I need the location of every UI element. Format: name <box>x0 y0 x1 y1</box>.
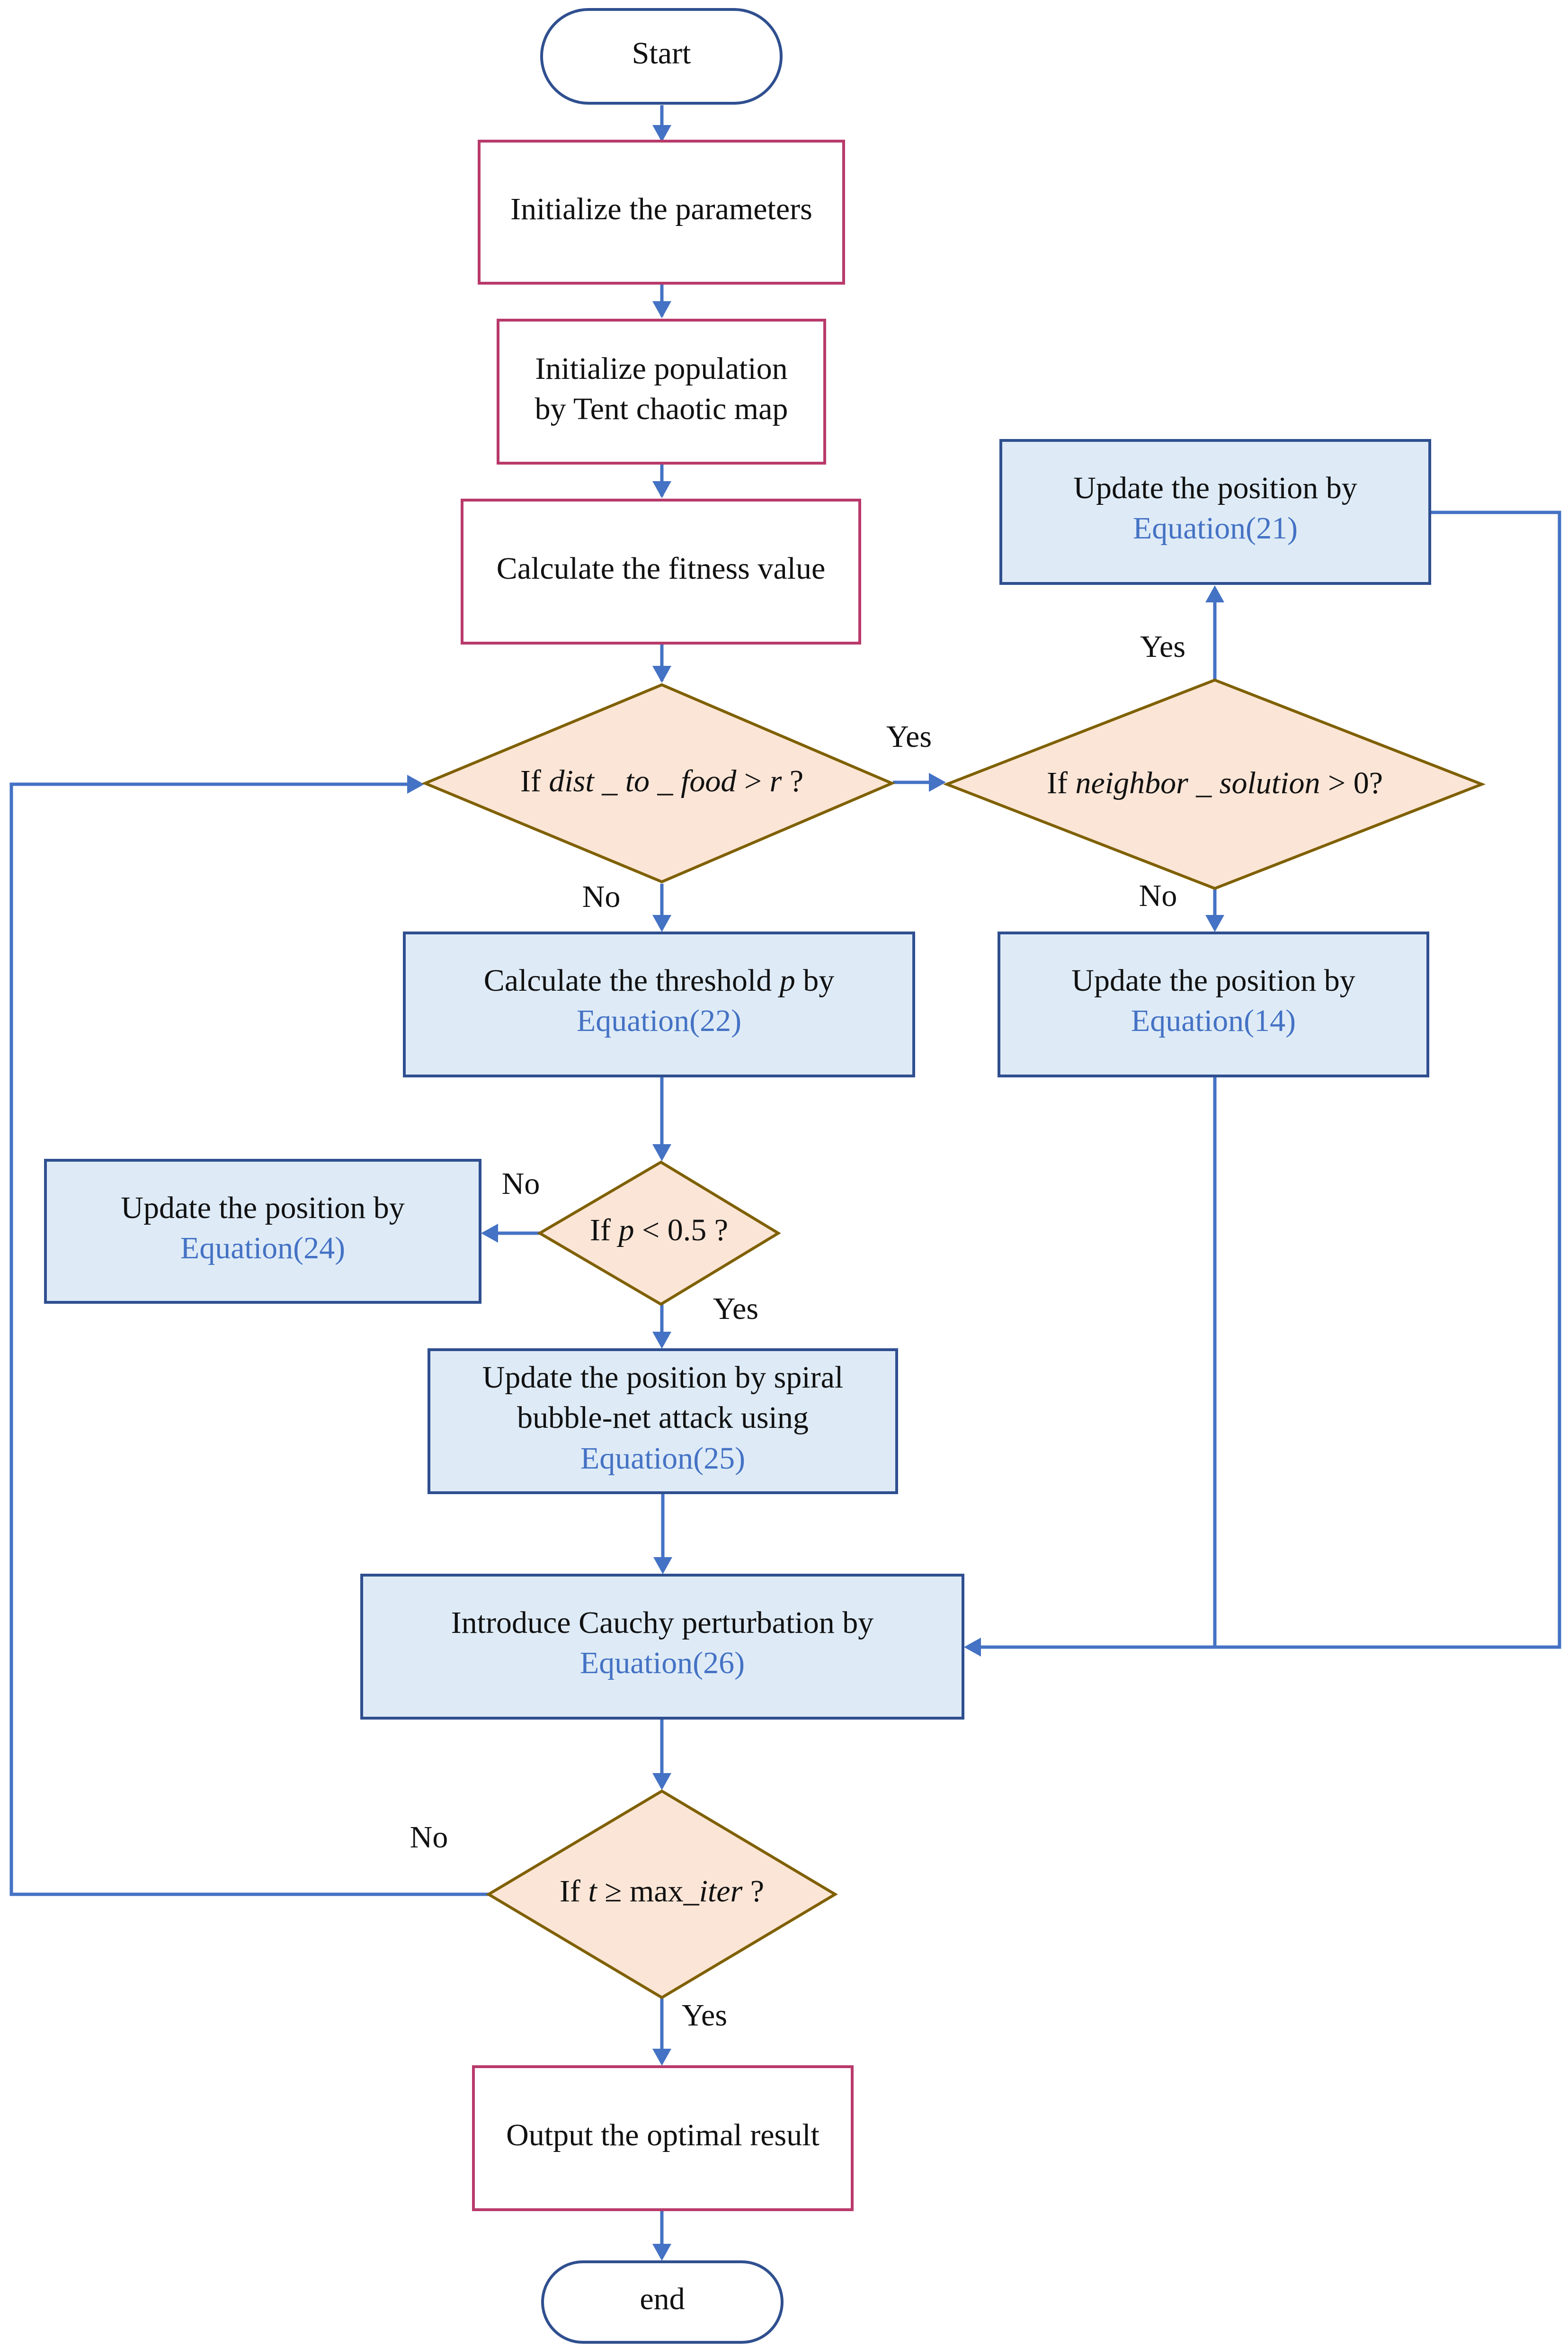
update-eq25-line1: Update the position by spiral <box>482 1360 844 1395</box>
update-eq24-equation: Equation(24) <box>180 1231 345 1265</box>
arrowhead <box>652 2244 671 2261</box>
update-eq14-line1: Update the position by <box>1071 963 1355 998</box>
decision-dist-label: If dist _ to _ food > r ? <box>520 764 803 798</box>
decision-neighbor-label: If neighbor _ solution > 0? <box>1047 766 1383 800</box>
cauchy-equation: Equation(26) <box>580 1646 745 1680</box>
label-dist-yes: Yes <box>886 719 932 754</box>
arrowhead <box>652 301 671 318</box>
label-p-yes: Yes <box>713 1291 758 1326</box>
update-eq14-equation: Equation(14) <box>1131 1004 1296 1038</box>
arrowhead <box>652 1144 671 1161</box>
init-parameters-node: Initialize the parameters <box>478 140 845 285</box>
label-dist-no: No <box>582 879 621 914</box>
label-neighbor-yes: Yes <box>1140 629 1185 664</box>
arrowhead <box>1205 915 1224 932</box>
arrowhead <box>407 775 424 794</box>
output-label: Output the optimal result <box>506 2118 820 2152</box>
arrowhead <box>652 1773 671 1790</box>
arrowhead <box>1205 585 1224 602</box>
edge-t-no-loop <box>9 782 489 1896</box>
update-eq25-line2: bubble-net attack using <box>517 1400 809 1435</box>
calc-threshold-node: Calculate the threshold p by Equation(22… <box>403 932 915 1077</box>
label-t-yes: Yes <box>682 1998 727 2033</box>
arrowhead <box>929 773 946 792</box>
update-eq24-node: Update the position by Equation(24) <box>44 1159 481 1304</box>
label-neighbor-no: No <box>1139 878 1177 913</box>
start-label: Start <box>632 36 691 71</box>
arrowhead <box>652 666 671 683</box>
cauchy-node: Introduce Cauchy perturbation by Equatio… <box>360 1574 964 1720</box>
arrowhead <box>652 481 671 498</box>
output-node: Output the optimal result <box>472 2065 854 2211</box>
cauchy-line1: Introduce Cauchy perturbation by <box>451 1605 874 1640</box>
start-node: Start <box>540 8 783 105</box>
calc-threshold-line1: Calculate the threshold p by <box>484 963 834 998</box>
decision-neighbor-solution: If neighbor _ solution > 0? <box>943 678 1486 890</box>
update-eq25-node: Update the position by spiral bubble-net… <box>428 1348 898 1494</box>
init-population-line1: Initialize population <box>535 351 787 386</box>
calc-fitness-node: Calculate the fitness value <box>461 499 861 645</box>
calc-threshold-equation: Equation(22) <box>577 1004 741 1038</box>
end-label: end <box>640 2282 685 2316</box>
arrowhead <box>652 2049 671 2066</box>
arrowhead <box>653 1557 672 1574</box>
edge-labels: Yes No Yes No No Yes No Yes <box>410 629 1185 2033</box>
arrowhead <box>964 1638 981 1657</box>
decision-t-label: If t ≥ max_iter ? <box>560 1874 764 1909</box>
calc-fitness-label: Calculate the fitness value <box>497 551 826 586</box>
decision-t: If t ≥ max_iter ? <box>486 1789 838 1999</box>
decision-p: If p < 0.5 ? <box>537 1160 781 1306</box>
arrowhead <box>652 1332 671 1349</box>
end-node: end <box>541 2260 784 2344</box>
arrowhead <box>652 125 671 142</box>
init-parameters-label: Initialize the parameters <box>510 192 812 226</box>
decision-p-label: If p < 0.5 ? <box>590 1213 728 1247</box>
edge-upd21-to-cauchy <box>980 511 1561 1649</box>
arrowhead <box>481 1224 498 1243</box>
update-eq21-node: Update the position by Equation(21) <box>999 439 1431 585</box>
update-eq25-equation: Equation(25) <box>580 1441 745 1476</box>
update-eq24-line1: Update the position by <box>121 1191 404 1225</box>
update-eq14-node: Update the position by Equation(14) <box>998 932 1429 1077</box>
update-eq21-line1: Update the position by <box>1073 471 1357 505</box>
label-t-no: No <box>410 1820 448 1855</box>
arrowhead <box>652 915 671 932</box>
init-population-line2: by Tent chaotic map <box>535 392 788 426</box>
edges <box>9 105 1561 2261</box>
update-eq21-equation: Equation(21) <box>1133 511 1298 546</box>
init-population-node: Initialize population by Tent chaotic ma… <box>497 319 826 465</box>
decision-dist-to-food: If dist _ to _ food > r ? <box>421 683 896 884</box>
label-p-no: No <box>502 1166 540 1201</box>
